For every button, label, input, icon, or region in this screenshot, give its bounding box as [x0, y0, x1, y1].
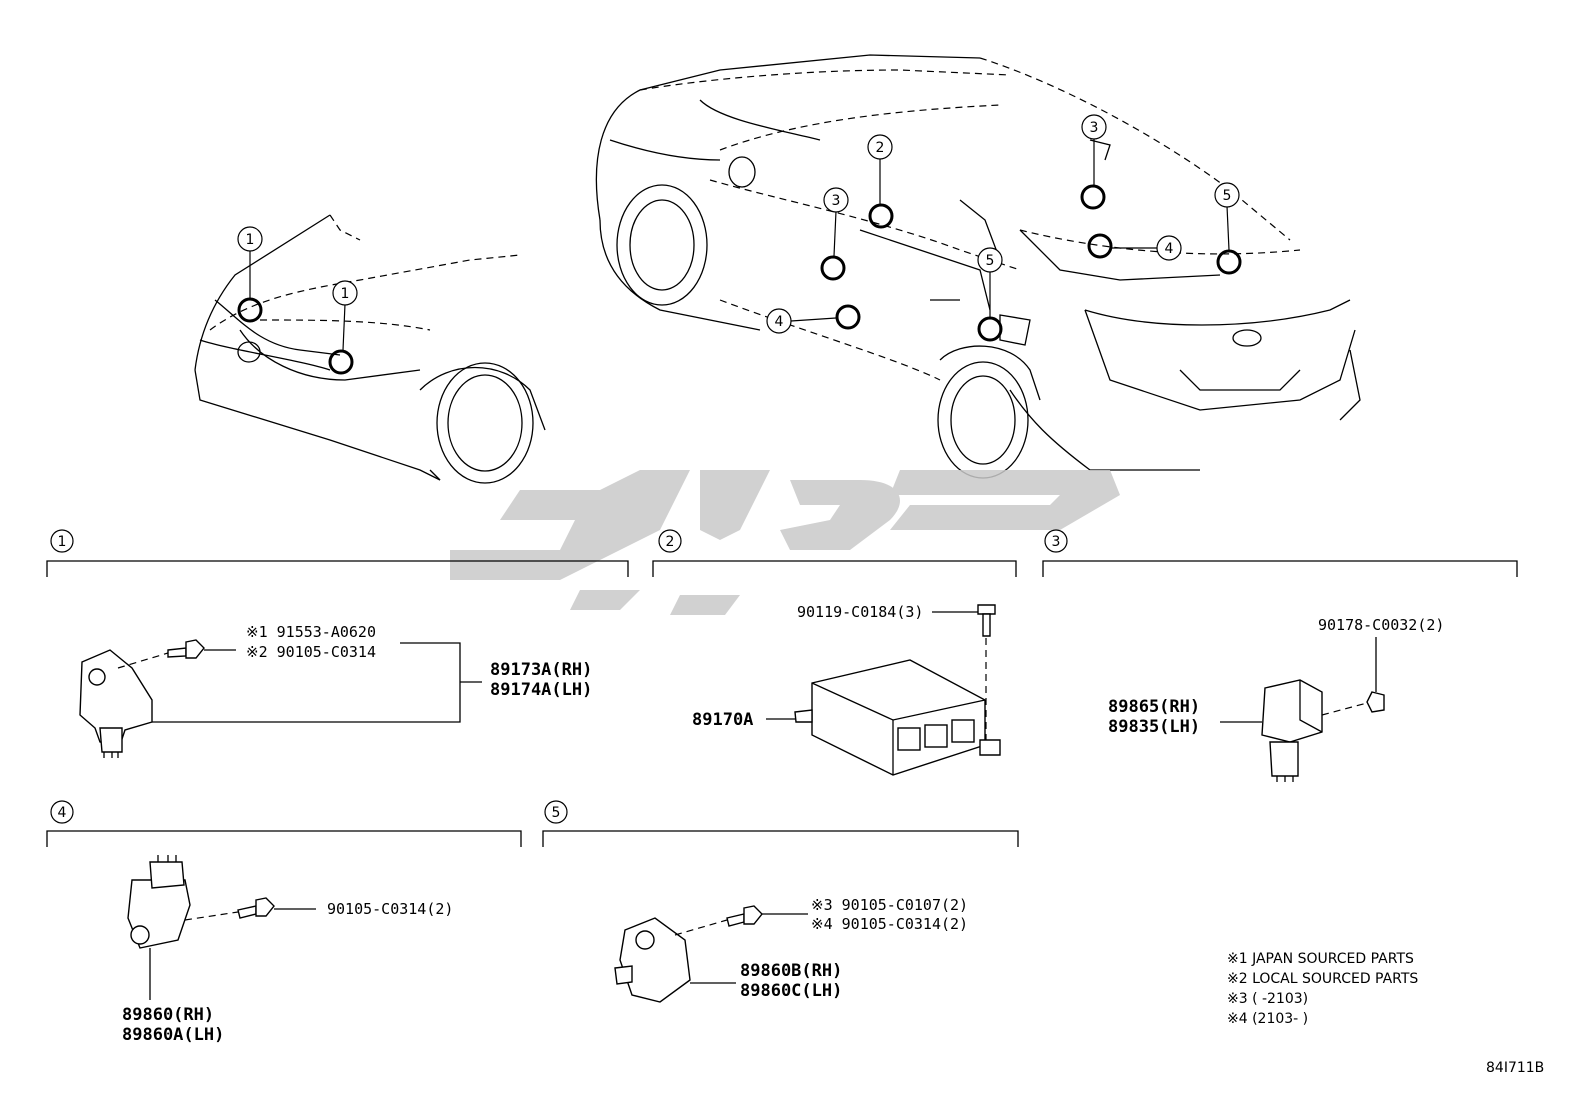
svg-text:3: 3	[1090, 120, 1099, 136]
bolt-part-number: 90105-C0314(2)	[327, 900, 453, 918]
section-3-header: 3	[1042, 529, 1518, 577]
bolt-drawing	[167, 639, 205, 659]
airbag-ecu-drawing	[794, 659, 1001, 776]
svg-text:4: 4	[1165, 241, 1174, 257]
svg-text:3: 3	[832, 193, 841, 209]
svg-text:3: 3	[1052, 534, 1061, 550]
note-local-sourced: ※2 LOCAL SOURCED PARTS	[1227, 971, 1418, 987]
diagram-code: 84I711B	[1486, 1060, 1544, 1076]
svg-text:4: 4	[775, 314, 784, 330]
note-japan-sourced: ※1 JAPAN SOURCED PARTS	[1227, 951, 1414, 967]
svg-text:5: 5	[986, 253, 995, 269]
svg-text:4: 4	[58, 805, 67, 821]
bolt-drawing	[726, 905, 763, 927]
car-callout: 3	[1081, 114, 1107, 140]
sensor-part-number-lh: 89860C(LH)	[740, 981, 842, 1001]
airbag-ecu-part-number: 89170A	[692, 710, 753, 730]
bolt-drawing	[237, 897, 275, 919]
bolt-drawing	[977, 604, 996, 637]
side-impact-sensor-drawing	[1261, 679, 1323, 782]
watermark-logo	[450, 470, 1120, 615]
section-1-header: 1	[46, 529, 629, 577]
sensor-part-number-lh: 89174A(LH)	[490, 680, 592, 700]
car-callout: 4	[1156, 235, 1182, 261]
bolt-part-number-early: ※3 90105-C0107(2)	[811, 896, 968, 914]
section-2-parts: 90119-C0184(3) 89170A	[692, 603, 1001, 776]
car-callout: 4	[766, 308, 792, 334]
front-impact-sensor-drawing	[79, 649, 153, 758]
section-4-parts: 90105-C0314(2) 89860(RH) 89860A(LH)	[122, 855, 453, 1045]
section-2-header: 2	[652, 529, 1017, 577]
section-5-header: 5	[542, 800, 1019, 847]
side-impact-sensor-drawing	[614, 917, 691, 1003]
svg-text:1: 1	[341, 286, 350, 302]
car-callout: 5	[1214, 182, 1240, 208]
car-callout: 3	[823, 187, 849, 213]
svg-text:2: 2	[666, 534, 675, 550]
sensor-location-markers	[237, 184, 1242, 375]
sensor-part-number-lh: 89835(LH)	[1108, 717, 1200, 737]
svg-text:5: 5	[552, 805, 561, 821]
callout-leaders	[249, 138, 1230, 351]
bolt-part-number-local: ※2 90105-C0314	[246, 643, 376, 661]
svg-text:1: 1	[58, 534, 67, 550]
svg-text:5: 5	[1223, 188, 1232, 204]
bolt-part-number-japan: ※1 91553-A0620	[246, 623, 376, 641]
svg-text:1: 1	[246, 232, 255, 248]
rear-car-illustration	[595, 54, 1361, 479]
section-1-parts: ※1 91553-A0620 ※2 90105-C0314 89173A(RH)…	[79, 623, 592, 758]
note-before-2103: ※3 ( -2103)	[1227, 991, 1308, 1007]
sensor-part-number-rh: 89860(RH)	[122, 1005, 214, 1025]
sensor-part-number-rh: 89173A(RH)	[490, 660, 592, 680]
nut-drawing	[1366, 691, 1385, 713]
car-callouts: 1 1 2 3 3 4 4 5 5	[237, 114, 1240, 334]
sensor-part-number-lh: 89860A(LH)	[122, 1025, 224, 1045]
side-impact-sensor-drawing	[127, 855, 191, 949]
car-callout: 1	[332, 280, 358, 306]
section-3-parts: 90178-C0032(2) 89865(RH) 89835(LH)	[1108, 616, 1444, 782]
svg-text:2: 2	[876, 140, 885, 156]
section-5-parts: ※3 90105-C0107(2) ※4 90105-C0314(2) 8986…	[614, 896, 968, 1003]
car-callout: 2	[867, 134, 893, 160]
front-car-illustration	[194, 214, 546, 484]
ecu-bolt-part-number: 90119-C0184(3)	[797, 603, 923, 621]
nut-part-number: 90178-C0032(2)	[1318, 616, 1444, 634]
bolt-part-number-late: ※4 90105-C0314(2)	[811, 915, 968, 933]
car-callout: 5	[977, 247, 1003, 273]
sensor-part-number-rh: 89865(RH)	[1108, 697, 1200, 717]
sensor-part-number-rh: 89860B(RH)	[740, 961, 842, 981]
section-4-header: 4	[46, 800, 522, 847]
note-from-2103: ※4 (2103- )	[1227, 1011, 1308, 1027]
car-callout: 1	[237, 226, 263, 252]
footnotes: ※1 JAPAN SOURCED PARTS ※2 LOCAL SOURCED …	[1227, 951, 1418, 1027]
